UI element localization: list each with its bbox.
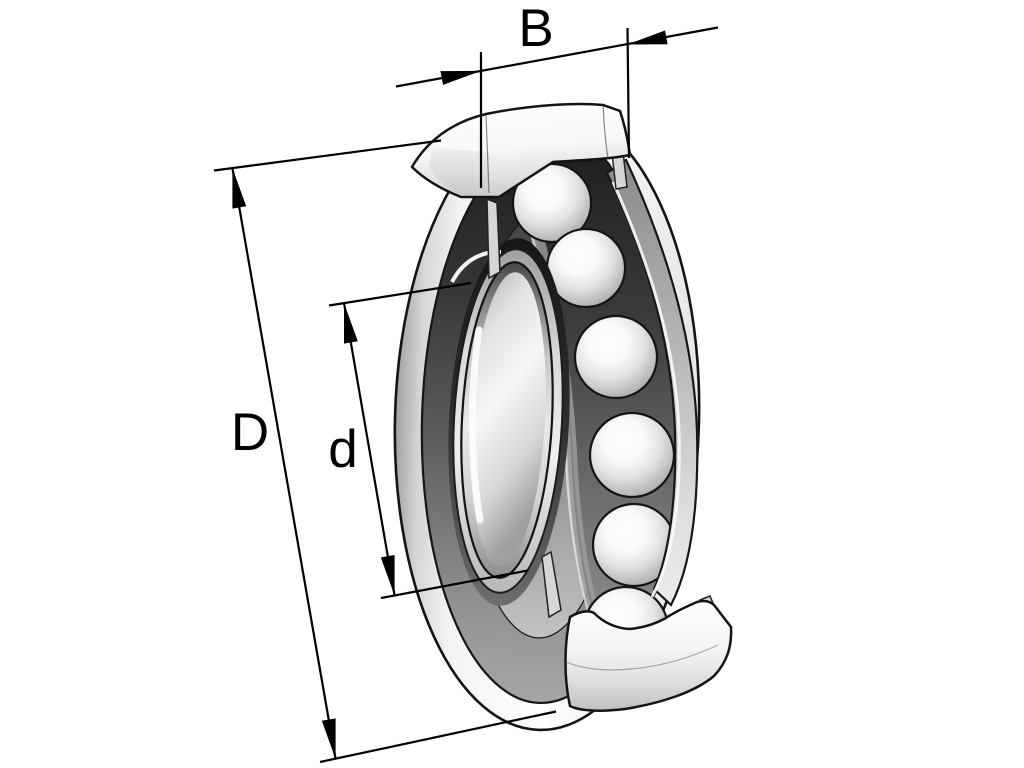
dimension-d [328,281,529,600]
cage-prong [486,197,501,280]
bottom-cut-section [564,599,733,712]
top-cut-section [410,102,632,199]
cage-prong [541,550,562,619]
extension-line [626,27,631,159]
cut-face-left [429,147,489,196]
dimension-line [342,302,396,596]
ball [545,227,627,309]
extension-line [328,281,472,307]
extension-line [380,569,529,600]
dimension-D [213,139,557,764]
arrowhead [380,555,395,596]
arrowhead [627,30,668,45]
dimension-line [231,167,337,760]
ball [573,314,659,400]
arrowhead [232,168,247,209]
extension-line [319,710,557,764]
extension-line [213,139,442,172]
dimension-B [395,26,719,188]
outer-ring-shoulder [605,158,699,607]
arrowhead [321,718,336,759]
bore-surface [470,272,546,566]
label-outer-diameter-D: D [231,403,269,462]
bore-highlight [468,326,484,524]
label-bore-diameter-d: d [328,420,357,479]
arrowhead [440,70,481,85]
ball [588,411,676,499]
arrowhead [344,303,358,344]
inner-ring [448,238,570,606]
ball-row [511,162,677,673]
label-width-B: B [518,0,553,58]
